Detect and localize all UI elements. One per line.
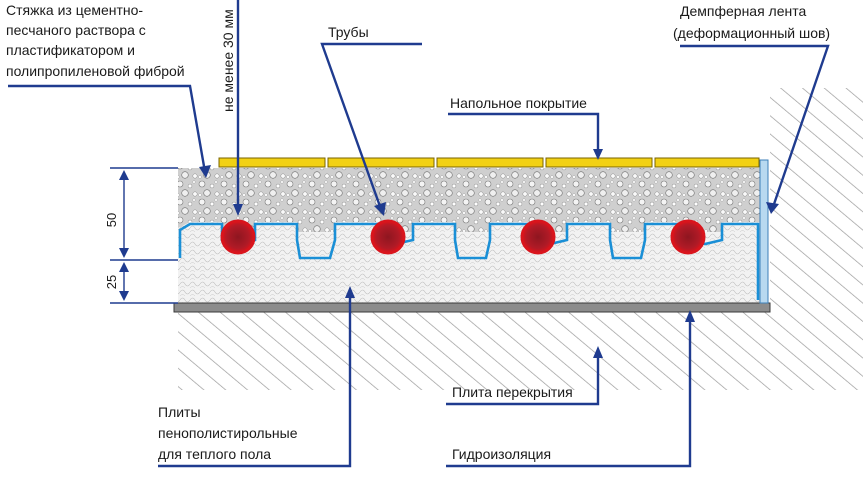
leader-lines xyxy=(8,0,830,468)
label-screed-3: пластификатором и xyxy=(6,42,135,58)
eps-outline xyxy=(178,222,760,300)
label-eps-1: Плиты xyxy=(158,404,201,420)
label-floor-cover: Напольное покрытие xyxy=(450,95,587,111)
pipe-4 xyxy=(670,219,706,255)
damper-tape xyxy=(759,159,769,304)
eps-board xyxy=(178,222,760,303)
floor-covering xyxy=(218,157,760,168)
pipe-1 xyxy=(220,219,256,255)
label-slab: Плита перекрытия xyxy=(452,384,573,400)
label-eps-3: для теплого пола xyxy=(158,446,271,462)
label-eps-2: пенополистирольные xyxy=(158,425,298,441)
dimension-lines xyxy=(110,167,178,304)
wall-hatch xyxy=(770,88,863,312)
label-damper-1: Демпферная лента xyxy=(680,3,806,19)
label-screed-4: полипропиленовой фиброй xyxy=(6,63,185,79)
pipes xyxy=(220,219,706,255)
label-waterproofing: Гидроизоляция xyxy=(452,446,551,462)
waterproofing-layer xyxy=(173,302,771,313)
label-screed-1: Стяжка из цементно- xyxy=(6,2,143,18)
label-pipes: Трубы xyxy=(328,24,369,40)
label-damper-2: (деформационный шов) xyxy=(673,25,830,41)
dim-screed-height: 50 xyxy=(104,213,119,227)
pipe-2 xyxy=(370,219,406,255)
slab-hatch xyxy=(178,312,863,390)
label-min-thickness: не менее 30 мм xyxy=(220,9,236,112)
label-screed-2: песчаного раствора с xyxy=(6,22,146,38)
dim-board-height: 25 xyxy=(104,275,119,289)
pipe-3 xyxy=(520,219,556,255)
